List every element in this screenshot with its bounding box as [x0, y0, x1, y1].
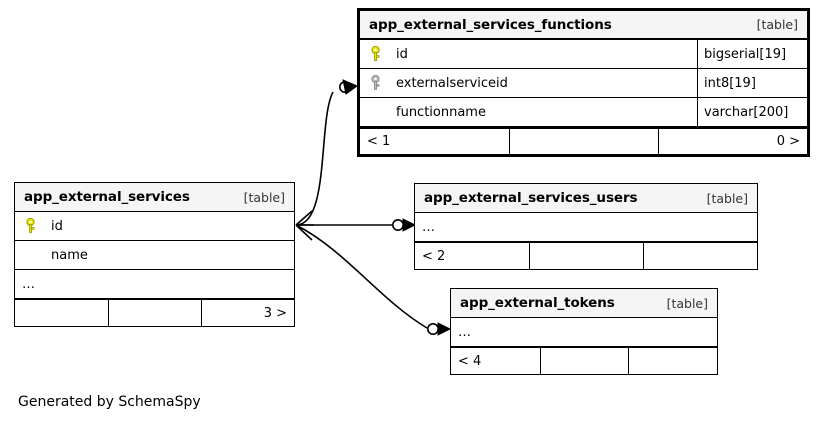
- footer-middle: [539, 348, 629, 374]
- column-cell: functionname: [360, 98, 697, 126]
- column-name: externalserviceid: [396, 75, 508, 91]
- column-type-cell: bigserial[19]: [697, 40, 807, 68]
- column-name-ellipsis: …: [458, 324, 472, 340]
- table-header: app_external_tokens [table]: [451, 289, 717, 318]
- column-type: int8[19]: [704, 75, 756, 91]
- footer-child-count: [643, 243, 757, 269]
- arrowhead-tokens: [437, 322, 452, 336]
- cardinality-zero-users: [391, 219, 404, 232]
- column-name-ellipsis: …: [422, 219, 436, 235]
- column-cell: …: [415, 213, 757, 241]
- table-title: app_external_services_users: [424, 190, 638, 206]
- table-kind-label: [table]: [706, 190, 748, 206]
- footer-parent-count: < 4: [458, 353, 482, 369]
- footer-child-count: 3 >: [201, 300, 294, 326]
- column-cell: externalserviceid: [360, 69, 697, 97]
- edge-services-to-tokens: [295, 224, 428, 329]
- table-node-app-external-services[interactable]: app_external_services [table] id n: [14, 182, 295, 327]
- column-name: name: [51, 247, 88, 263]
- table-row[interactable]: …: [415, 213, 757, 242]
- cardinality-zero-tokens: [426, 322, 439, 335]
- table-header: app_external_services_functions [table]: [360, 11, 807, 40]
- table-header: app_external_services_users [table]: [415, 184, 757, 213]
- footer-parent-count: [15, 300, 108, 326]
- table-row[interactable]: id bigserial[19]: [360, 40, 807, 69]
- column-cell: …: [451, 318, 717, 346]
- table-node-app-external-services-functions[interactable]: app_external_services_functions [table] …: [357, 8, 810, 157]
- edge-services-to-functions: [295, 91, 334, 226]
- footer-middle: [529, 243, 643, 269]
- table-footer: 3 >: [15, 299, 294, 326]
- column-type-cell: varchar[200]: [697, 98, 807, 126]
- table-row[interactable]: …: [15, 270, 294, 299]
- column-cell: id: [15, 212, 294, 240]
- column-cell: name: [15, 241, 294, 269]
- crowsfoot-services-tokens: [295, 224, 313, 241]
- column-name: id: [51, 218, 63, 234]
- table-footer: < 2: [415, 242, 757, 269]
- table-row[interactable]: name: [15, 241, 294, 270]
- footer-child-count: [628, 348, 717, 374]
- crowsfoot-services-functions: [295, 210, 313, 226]
- column-cell: …: [15, 270, 294, 298]
- column-name-ellipsis: …: [22, 276, 36, 292]
- table-kind-label: [table]: [756, 17, 798, 32]
- footer-parent-count: < 1: [367, 134, 391, 149]
- footer-child-count: 0 >: [658, 129, 807, 154]
- table-title: app_external_services: [24, 189, 190, 205]
- table-header: app_external_services [table]: [15, 183, 294, 212]
- column-name: functionname: [396, 104, 486, 120]
- footer-middle: [108, 300, 201, 326]
- table-row[interactable]: id: [15, 212, 294, 241]
- table-node-app-external-services-users[interactable]: app_external_services_users [table] … < …: [414, 183, 758, 270]
- table-node-app-external-tokens[interactable]: app_external_tokens [table] … < 4: [450, 288, 718, 375]
- cardinality-zero-functions: [338, 81, 351, 94]
- footer-parent-count: < 2: [422, 248, 446, 264]
- table-kind-label: [table]: [666, 295, 708, 311]
- column-name: id: [396, 46, 408, 62]
- arrowhead-functions: [342, 79, 359, 95]
- key-icon-yellow: [23, 218, 51, 234]
- table-kind-label: [table]: [243, 189, 285, 205]
- table-row[interactable]: functionname varchar[200]: [360, 98, 807, 127]
- column-type: bigserial[19]: [704, 46, 787, 62]
- column-type-cell: int8[19]: [697, 69, 807, 97]
- table-title: app_external_services_functions: [369, 16, 612, 33]
- footer-middle: [509, 129, 658, 154]
- table-footer: < 4: [451, 347, 717, 374]
- table-title: app_external_tokens: [460, 295, 615, 311]
- table-footer: < 1 0 >: [360, 127, 807, 154]
- column-cell: id: [360, 40, 697, 68]
- key-icon-yellow: [368, 46, 396, 62]
- column-type: varchar[200]: [704, 104, 789, 120]
- table-row[interactable]: externalserviceid int8[19]: [360, 69, 807, 98]
- table-row[interactable]: …: [451, 318, 717, 347]
- key-icon-gray: [368, 75, 396, 91]
- generated-by-caption: Generated by SchemaSpy: [18, 394, 201, 410]
